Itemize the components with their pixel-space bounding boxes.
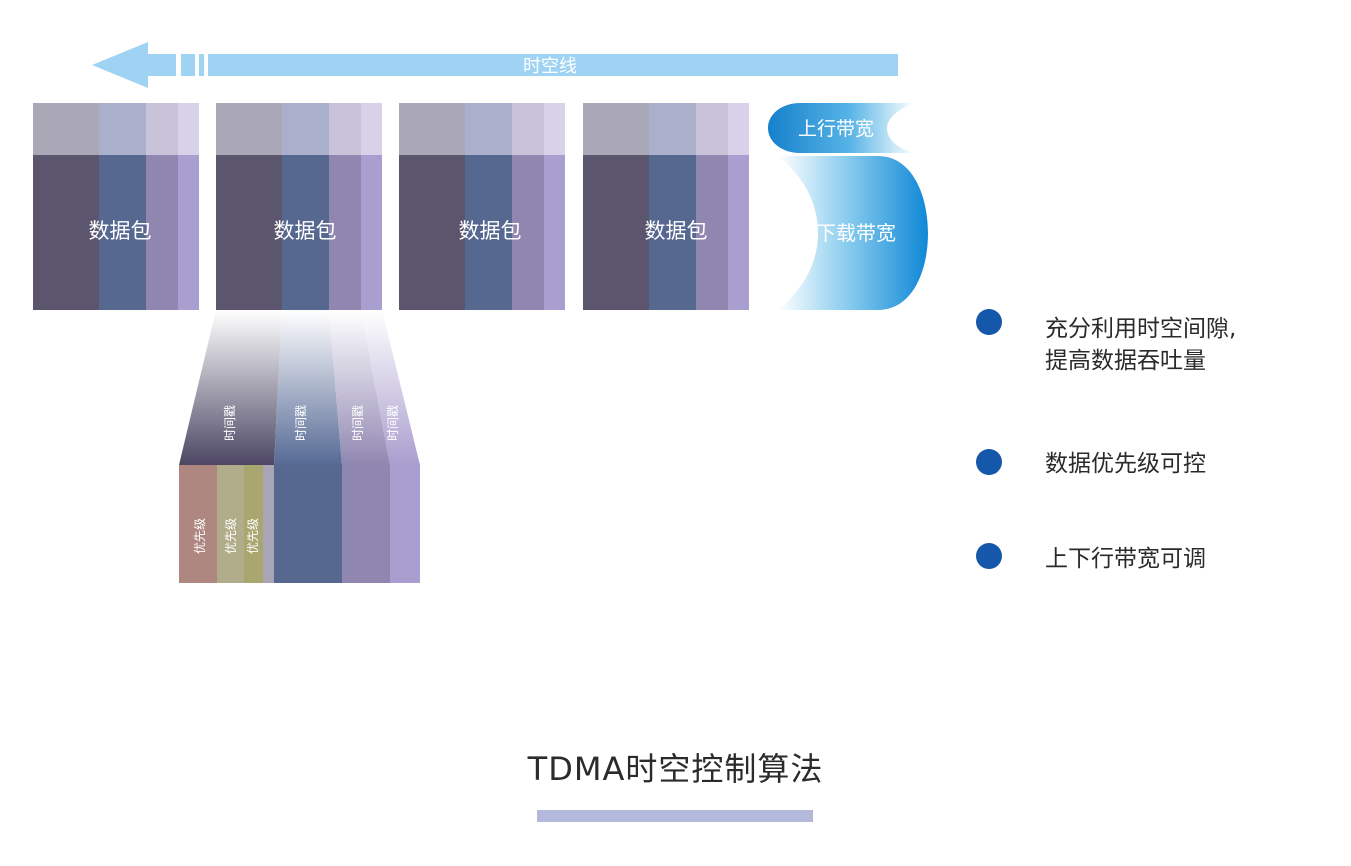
feature-item: 数据优先级可控	[976, 449, 1206, 480]
timestamp-label: 时间戳	[294, 405, 308, 441]
priority-column	[244, 465, 263, 583]
data-column	[342, 465, 390, 583]
timeline-label: 时空线	[523, 56, 577, 77]
arrow-head-icon	[92, 42, 176, 88]
title-underline-bar	[537, 810, 813, 822]
upload-bandwidth-label: 上行带宽	[798, 118, 874, 140]
priority-label: 优先级	[246, 518, 260, 554]
feature-text: 充分利用时空间隙, 提高数据吞吐量	[1045, 313, 1236, 377]
arrow-dash-2	[199, 54, 204, 76]
data-column	[390, 465, 420, 583]
upload-bandwidth-shape: 上行带宽	[768, 103, 915, 153]
priority-column	[217, 465, 244, 583]
download-bandwidth-label: 下载带宽	[816, 221, 896, 245]
fan-segment	[329, 310, 390, 465]
fan-segment	[274, 310, 342, 465]
feature-text: 上下行带宽可调	[1045, 543, 1206, 575]
feature-item: 上下行带宽可调	[976, 543, 1206, 575]
feature-line: 提高数据吞吐量	[1045, 348, 1206, 374]
fan-segment	[179, 310, 282, 465]
page-title: TDMA时空控制算法	[527, 750, 824, 788]
bullet-dot-icon	[976, 543, 1002, 569]
arrow-dash-1	[181, 54, 195, 76]
packet-label: 数据包	[89, 219, 152, 243]
gap-column	[263, 465, 274, 583]
data-column	[274, 465, 342, 583]
timestamp-label: 时间戳	[351, 405, 365, 441]
timeline-arrow: 时空线	[92, 42, 898, 88]
feature-text: 数据优先级可控	[1045, 448, 1206, 480]
packet-block: 数据包	[399, 103, 565, 310]
packet-label: 数据包	[274, 219, 337, 243]
timestamp-label: 时间戳	[386, 405, 400, 441]
bullet-dot-icon	[976, 449, 1002, 475]
feature-line: 充分利用时空间隙,	[1045, 316, 1237, 342]
packet-label: 数据包	[459, 219, 522, 243]
packet-label: 数据包	[645, 219, 708, 243]
packet-block: 数据包	[33, 103, 199, 310]
packet-block: 数据包	[583, 103, 749, 310]
priority-label: 优先级	[224, 518, 238, 554]
packet-block: 数据包	[216, 103, 382, 310]
bullet-dot-icon	[976, 309, 1002, 335]
priority-label: 优先级	[193, 518, 207, 554]
download-bandwidth-shape: 下载带宽	[778, 156, 928, 310]
packet-expansion: 时间戳 时间戳 时间戳 时间戳 优先级 优先级 优先级	[179, 310, 420, 583]
fan-segment	[361, 310, 420, 465]
feature-line: 上下行带宽可调	[1045, 546, 1206, 572]
priority-column	[179, 465, 217, 583]
feature-item: 充分利用时空间隙, 提高数据吞吐量	[976, 309, 1236, 377]
feature-line: 数据优先级可控	[1045, 451, 1206, 477]
timestamp-label: 时间戳	[223, 405, 237, 441]
arrow-shaft	[208, 54, 898, 76]
